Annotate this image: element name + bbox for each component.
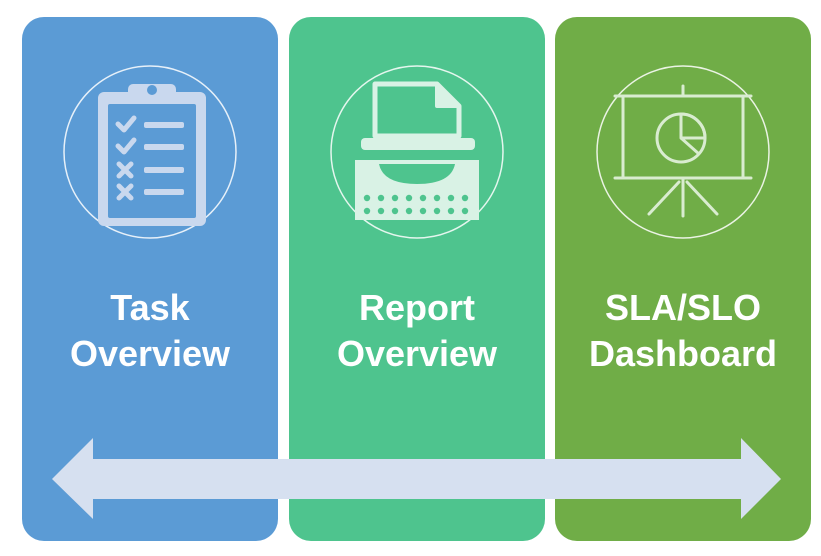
presentation-pie-chart-icon	[595, 64, 771, 240]
panel-title-line: Overview	[69, 333, 231, 374]
panel-title-line: Dashboard	[588, 333, 778, 374]
panel-title-line: Overview	[336, 333, 498, 374]
panel-title-task: Task Overview	[22, 285, 278, 377]
panel-report-overview: Report Overview	[289, 17, 545, 541]
panel-title-line: SLA/SLO	[604, 287, 761, 328]
panel-title-line: Task	[110, 287, 190, 328]
panel-title-report: Report Overview	[289, 285, 545, 377]
clipboard-checklist-icon	[62, 64, 238, 240]
panel-title-sla: SLA/SLO Dashboard	[555, 285, 811, 377]
panel-sla-slo-dashboard: SLA/SLO Dashboard	[555, 17, 811, 541]
panel-task-overview: Task Overview	[22, 17, 278, 541]
typewriter-icon	[329, 64, 505, 240]
panel-title-line: Report	[359, 287, 475, 328]
